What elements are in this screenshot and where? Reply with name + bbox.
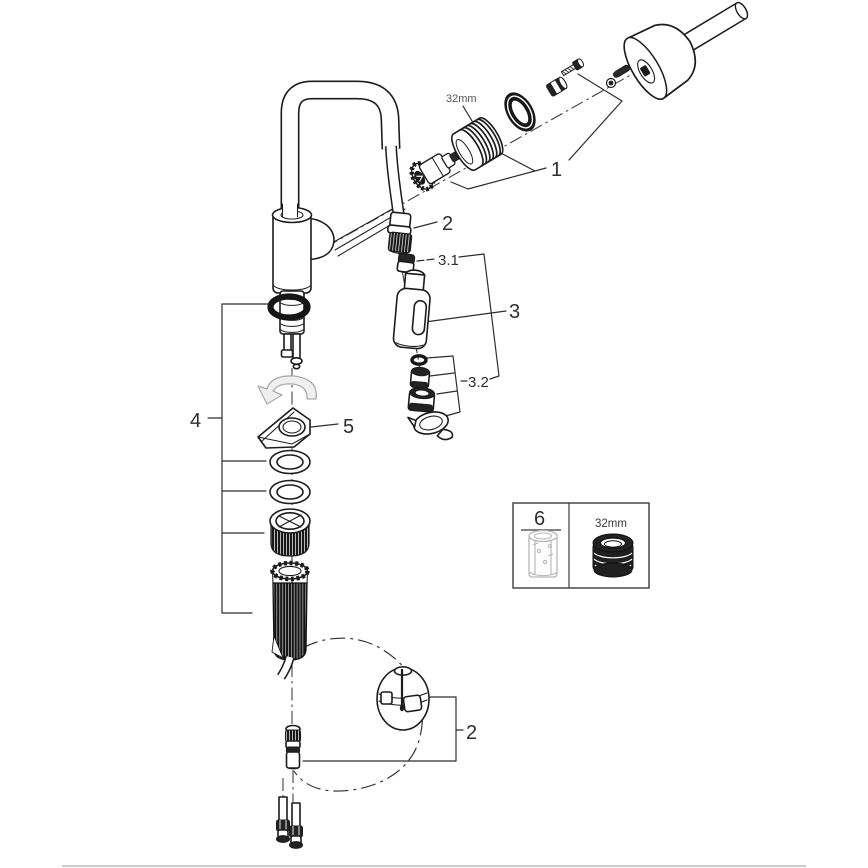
mousseur-housing <box>407 386 436 413</box>
base-o-ring <box>267 293 311 321</box>
callout-5-leader <box>310 423 339 428</box>
callout-2-top-leader <box>413 221 438 229</box>
callout-4-label: 4 <box>190 410 201 432</box>
spray-o-ring <box>410 354 428 366</box>
thread-adapter-32mm <box>451 117 504 171</box>
mounting-wedge <box>257 407 311 449</box>
callout-2-bottom-bracket <box>302 696 464 762</box>
check-valve <box>284 724 302 770</box>
faucet-body <box>271 203 335 294</box>
callout-3-bracket <box>416 253 507 380</box>
valve-stems <box>280 333 303 370</box>
handle-screw <box>560 58 585 77</box>
socket-tool <box>528 529 558 578</box>
callout-3-2-bracket <box>426 355 468 418</box>
spray-head <box>392 269 431 350</box>
callout-2-top-label: 2 <box>442 213 453 235</box>
callout-6-label: 6 <box>534 508 545 530</box>
callout-3-1-label: 3.1 <box>438 252 459 269</box>
spray-face-plate <box>407 411 454 441</box>
mounting-nut <box>269 508 311 557</box>
rotation-arrow <box>257 375 317 405</box>
flow-insert <box>409 366 431 389</box>
lever-handle <box>623 1 749 100</box>
service-parts-box <box>512 502 650 589</box>
handle-nut <box>546 76 568 97</box>
faucet-spout <box>280 80 405 219</box>
callout-5-label: 5 <box>343 416 354 438</box>
hose-loop <box>282 637 424 792</box>
callout-4-bracket <box>207 303 273 614</box>
trim-ring <box>504 92 536 132</box>
handle-plug <box>605 64 630 89</box>
size-label-top: 32mm <box>446 93 477 105</box>
callout-3-label: 3 <box>509 301 520 323</box>
callout-3-2-label: 3.2 <box>468 374 489 391</box>
box-adapter-32mm <box>592 533 634 578</box>
washer-bottom <box>269 479 311 505</box>
supply-connector-left <box>276 796 290 843</box>
supply-connector-right <box>289 802 303 849</box>
threaded-tube <box>270 560 310 680</box>
hose-weight <box>376 665 430 731</box>
hose-connector <box>386 211 413 255</box>
size-label-box: 32mm <box>595 518 627 530</box>
callout-1-label: 1 <box>551 159 562 181</box>
callout-2-bottom-label: 2 <box>466 722 477 744</box>
washer-top <box>269 449 311 475</box>
cartridge <box>409 150 463 192</box>
